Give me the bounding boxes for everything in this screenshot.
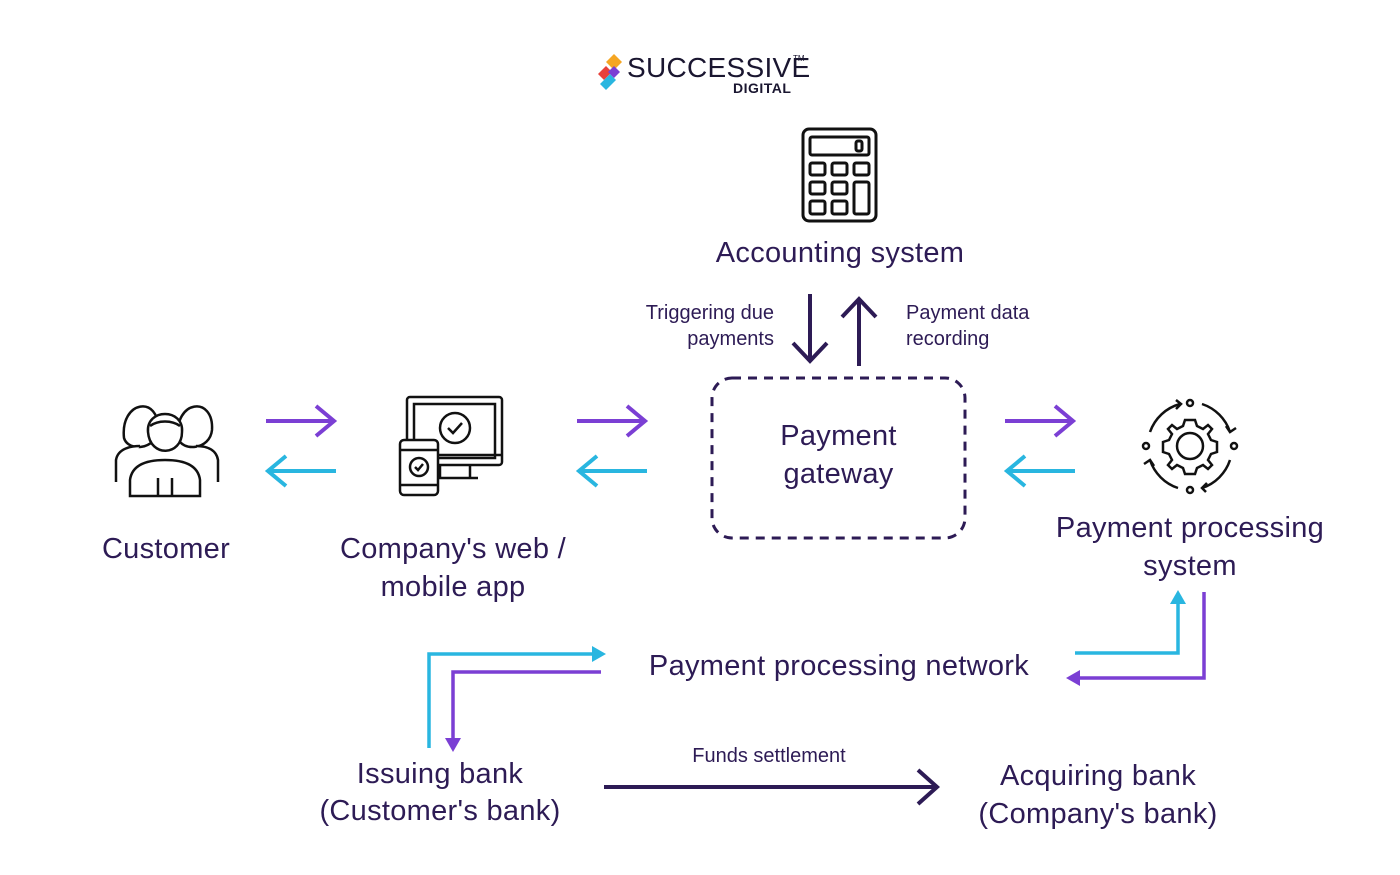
processing-system-line2: system bbox=[1143, 550, 1237, 582]
logo-tm: TM bbox=[793, 54, 805, 63]
recording-arrow bbox=[840, 296, 878, 366]
issuing-bank-line1: Issuing bank bbox=[356, 758, 524, 790]
logo-sub: DIGITAL bbox=[733, 80, 792, 96]
customer-label: Customer bbox=[101, 533, 231, 565]
webapp-label-line1: Company's web / bbox=[339, 533, 567, 565]
payment-gateway-line2: gateway bbox=[783, 458, 894, 490]
network-to-issuing-arrow bbox=[445, 670, 601, 752]
processing-network-label: Payment processing network bbox=[648, 650, 1030, 682]
payment-gateway-line1: Payment bbox=[780, 420, 897, 452]
web-mobile-app-icon bbox=[398, 395, 504, 497]
calculator-icon bbox=[801, 127, 878, 223]
gear-process-icon bbox=[1141, 398, 1239, 495]
gateway-to-processing-arrow bbox=[1005, 404, 1077, 438]
triggering-arrow bbox=[791, 294, 829, 364]
recording-label-line1: Payment data bbox=[906, 302, 1030, 324]
triggering-label-line2: payments bbox=[687, 328, 774, 350]
gateway-to-app-arrow bbox=[575, 454, 647, 488]
acquiring-bank-line2: (Company's bank) bbox=[978, 798, 1218, 830]
processing-to-gateway-arrow bbox=[1003, 454, 1075, 488]
funds-settlement-label: Funds settlement bbox=[692, 745, 846, 767]
accounting-system-label: Accounting system bbox=[715, 237, 965, 269]
payment-gateway-box bbox=[710, 376, 967, 540]
webapp-label-line2: mobile app bbox=[380, 571, 526, 603]
issuing-bank-line2: (Customer's bank) bbox=[319, 795, 561, 827]
processing-to-network-arrow bbox=[1066, 592, 1206, 686]
network-to-processing-arrow bbox=[1075, 590, 1186, 655]
processing-system-line1: Payment processing bbox=[1055, 512, 1325, 544]
issuing-to-network-arrow bbox=[427, 646, 606, 748]
customers-icon bbox=[114, 405, 220, 498]
app-to-gateway-arrow bbox=[577, 404, 649, 438]
customer-to-app-arrow bbox=[266, 404, 338, 438]
funds-settlement-arrow bbox=[604, 768, 940, 806]
triggering-label-line1: Triggering due bbox=[645, 302, 774, 324]
recording-label-line2: recording bbox=[906, 328, 990, 350]
acquiring-bank-line1: Acquiring bank bbox=[999, 760, 1197, 792]
app-to-customer-arrow bbox=[264, 454, 336, 488]
logo-name: SUCCESSIVE bbox=[627, 52, 811, 83]
